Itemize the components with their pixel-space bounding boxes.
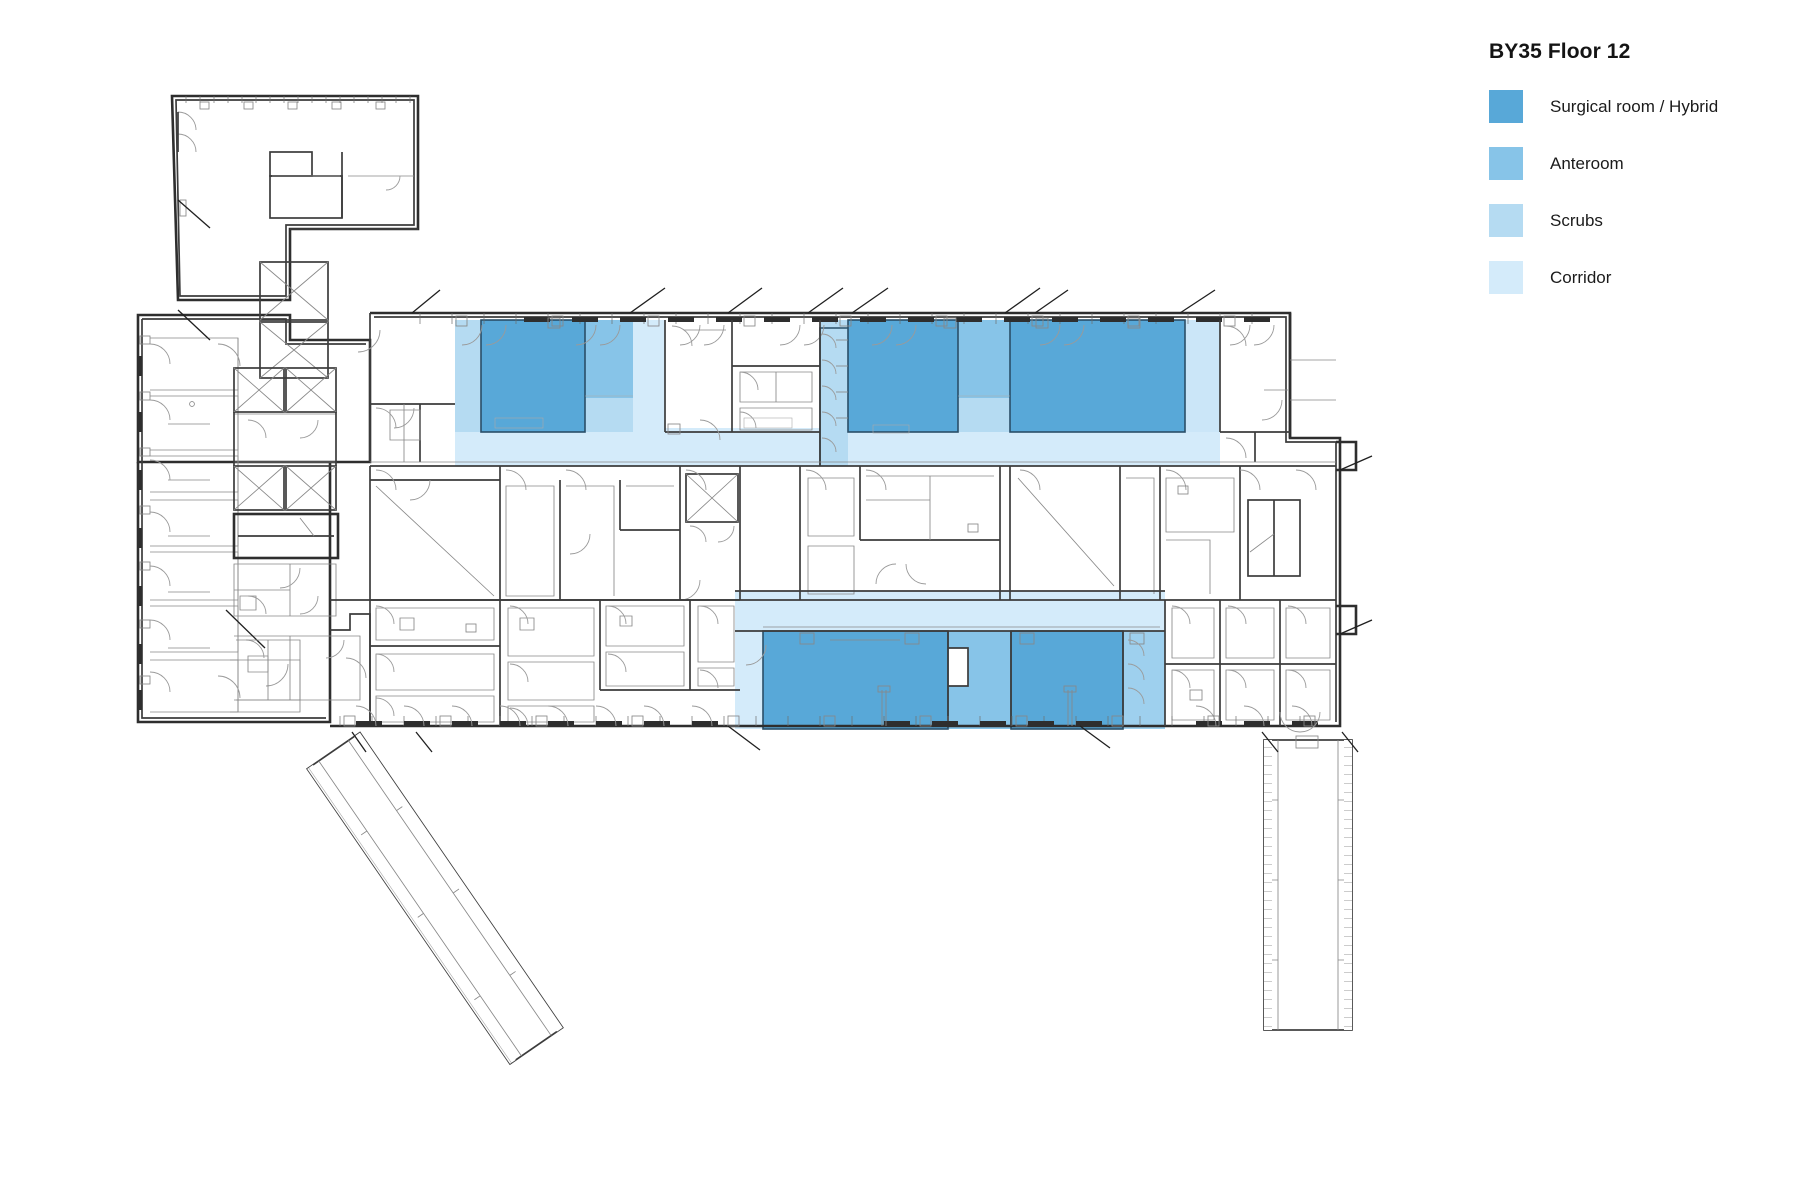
north-wing-outline xyxy=(170,94,420,302)
legend-item-surgical-room-hybrid: Surgical room / Hybrid xyxy=(1489,90,1769,123)
legend-item-anteroom: Anteroom xyxy=(1489,147,1769,180)
zone-surgical-sw xyxy=(763,631,948,729)
legend-label-surgical-room-hybrid: Surgical room / Hybrid xyxy=(1550,97,1719,116)
zone-surgical-nw xyxy=(481,320,585,432)
legend-label-anteroom: Anteroom xyxy=(1550,154,1624,173)
zone-surgical-ne-1 xyxy=(848,320,958,432)
legend-item-scrubs: Scrubs xyxy=(1489,204,1769,237)
north-facade-jambs xyxy=(524,317,1270,322)
leader-line xyxy=(177,309,211,341)
legend-swatch-surgical-room-hybrid xyxy=(1489,90,1523,123)
south-suite-doors xyxy=(745,639,1145,705)
highlighted-zones xyxy=(455,319,1220,730)
zone-anteroom-s-pocket xyxy=(948,648,968,686)
zone-surgical-ne-2 xyxy=(1010,320,1185,432)
surgical-room-fittings xyxy=(494,395,1010,434)
outline-surgical-ne-2 xyxy=(1009,319,1186,433)
legend-label-scrubs: Scrubs xyxy=(1550,211,1603,230)
legend: BY35 Floor 12 Surgical room / Hybrid Ant… xyxy=(1489,40,1769,318)
south-suite-fittings xyxy=(799,632,1145,645)
stairwell-east xyxy=(1247,499,1301,577)
stairwell-west xyxy=(232,512,340,560)
zone-scrubs-nw-left xyxy=(455,320,481,432)
legend-label-corridor: Corridor xyxy=(1550,268,1612,287)
bridge-walkway-vertical xyxy=(1263,735,1353,1031)
bridge-walkway-diagonal xyxy=(306,731,564,1066)
north-band-doors xyxy=(461,324,1275,346)
zone-scrubs-ne-right xyxy=(1185,320,1220,432)
wall-linework xyxy=(136,94,1373,1066)
leader-lines-south xyxy=(727,725,1111,751)
zone-anteroom-ne-sub xyxy=(958,398,1010,432)
rooms-north-bar-mid xyxy=(664,320,821,466)
south-facade-jambs xyxy=(356,721,1318,726)
rooms-south-east-end xyxy=(1164,600,1336,726)
central-core-detail xyxy=(375,475,1235,597)
legend-swatch-anteroom xyxy=(1489,147,1523,180)
leader-line xyxy=(177,199,211,229)
elevator-core-centre xyxy=(685,473,739,523)
zone-scrubs-nw-right xyxy=(585,398,633,432)
elevator-core-west xyxy=(233,261,337,511)
zone-corridor-south-stub xyxy=(735,631,763,729)
rooms-north-east-end xyxy=(1219,320,1290,462)
irregular-room-south xyxy=(330,613,371,726)
south-facade-doors xyxy=(355,705,1313,727)
leader-line xyxy=(225,609,266,649)
legend-swatch-corridor xyxy=(1489,261,1523,294)
zone-scrubs-nw-far xyxy=(633,320,665,432)
outline-surgical-ne-1 xyxy=(847,319,959,433)
zone-corridor-south xyxy=(735,591,1165,631)
legend-swatch-scrubs xyxy=(1489,204,1523,237)
page-title: BY35 Floor 12 xyxy=(1489,40,1631,63)
scrubs-ne-vestibule-doors xyxy=(821,333,837,453)
zone-surgical-se xyxy=(1011,631,1123,729)
leader-lines-north xyxy=(411,287,1216,314)
legend-item-corridor: Corridor xyxy=(1489,261,1769,294)
